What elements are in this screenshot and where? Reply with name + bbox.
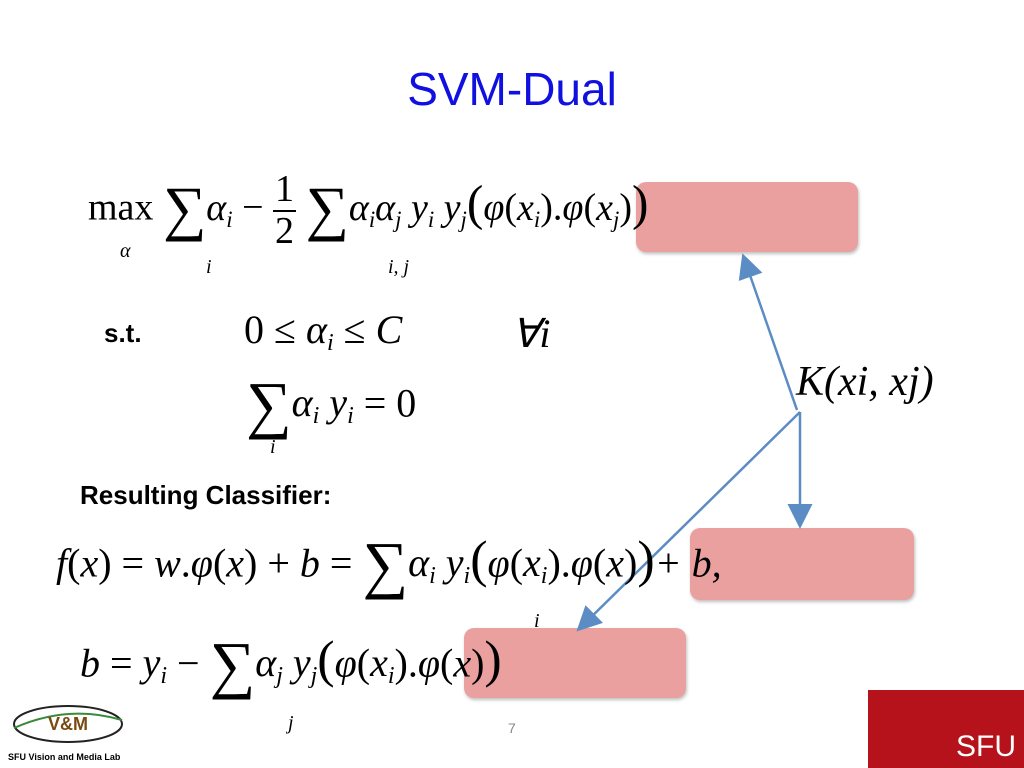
sum-index-i: i [206, 256, 212, 278]
slide-title: SVM-Dual [407, 63, 617, 115]
sfu-brand-block: SFU [868, 690, 1024, 768]
bias-suffix: + b, [654, 540, 722, 586]
bias-equation: b = yi − ∑αj yj(φ(xi).φ(x)) [80, 629, 502, 700]
classifier-equation: f(x) = w.φ(x) + b = ∑αi yi(φ(xi).φ(x))+ … [56, 529, 722, 600]
sum-symbol: ∑ [246, 369, 292, 440]
kernel-function: K(xi, xj) [796, 359, 934, 405]
max-operator: max [88, 186, 154, 229]
highlight-phi-xi-x-bias [464, 628, 686, 698]
sum-index-i-constraint: i [270, 436, 276, 458]
sum-symbol: ∑ [209, 629, 256, 700]
lab-logo-text: V&M [48, 714, 88, 734]
equality-constraint: ∑αi yi = 0 [246, 369, 417, 440]
sum-symbol: ∑ [305, 175, 349, 243]
sum-index-ij: i, j [388, 256, 410, 278]
sum-index-i-classifier: i [534, 610, 540, 632]
forall-i: ∀i [512, 311, 551, 356]
box-constraint: 0 ≤ αi ≤ C [244, 307, 403, 357]
sum-index-j: j [288, 712, 294, 734]
sum-symbol: ∑ [362, 529, 409, 600]
max-subscript: α [120, 240, 131, 262]
highlight-phi-xi-xj [636, 182, 858, 252]
page-number: 7 [508, 720, 516, 736]
vision-media-lab-logo: V&M [13, 705, 123, 743]
arrow-to-bias-kernel [576, 411, 801, 632]
sfu-wordmark: SFU [956, 730, 1016, 763]
highlight-phi-xi-x-classifier [690, 528, 914, 600]
arrow-to-dual-kernel [738, 253, 799, 411]
lab-name: SFU Vision and Media Lab [8, 752, 121, 762]
sum-symbol: ∑ [162, 175, 207, 243]
constraint-label: s.t. [104, 318, 142, 348]
classifier-label: Resulting Classifier: [80, 480, 332, 510]
